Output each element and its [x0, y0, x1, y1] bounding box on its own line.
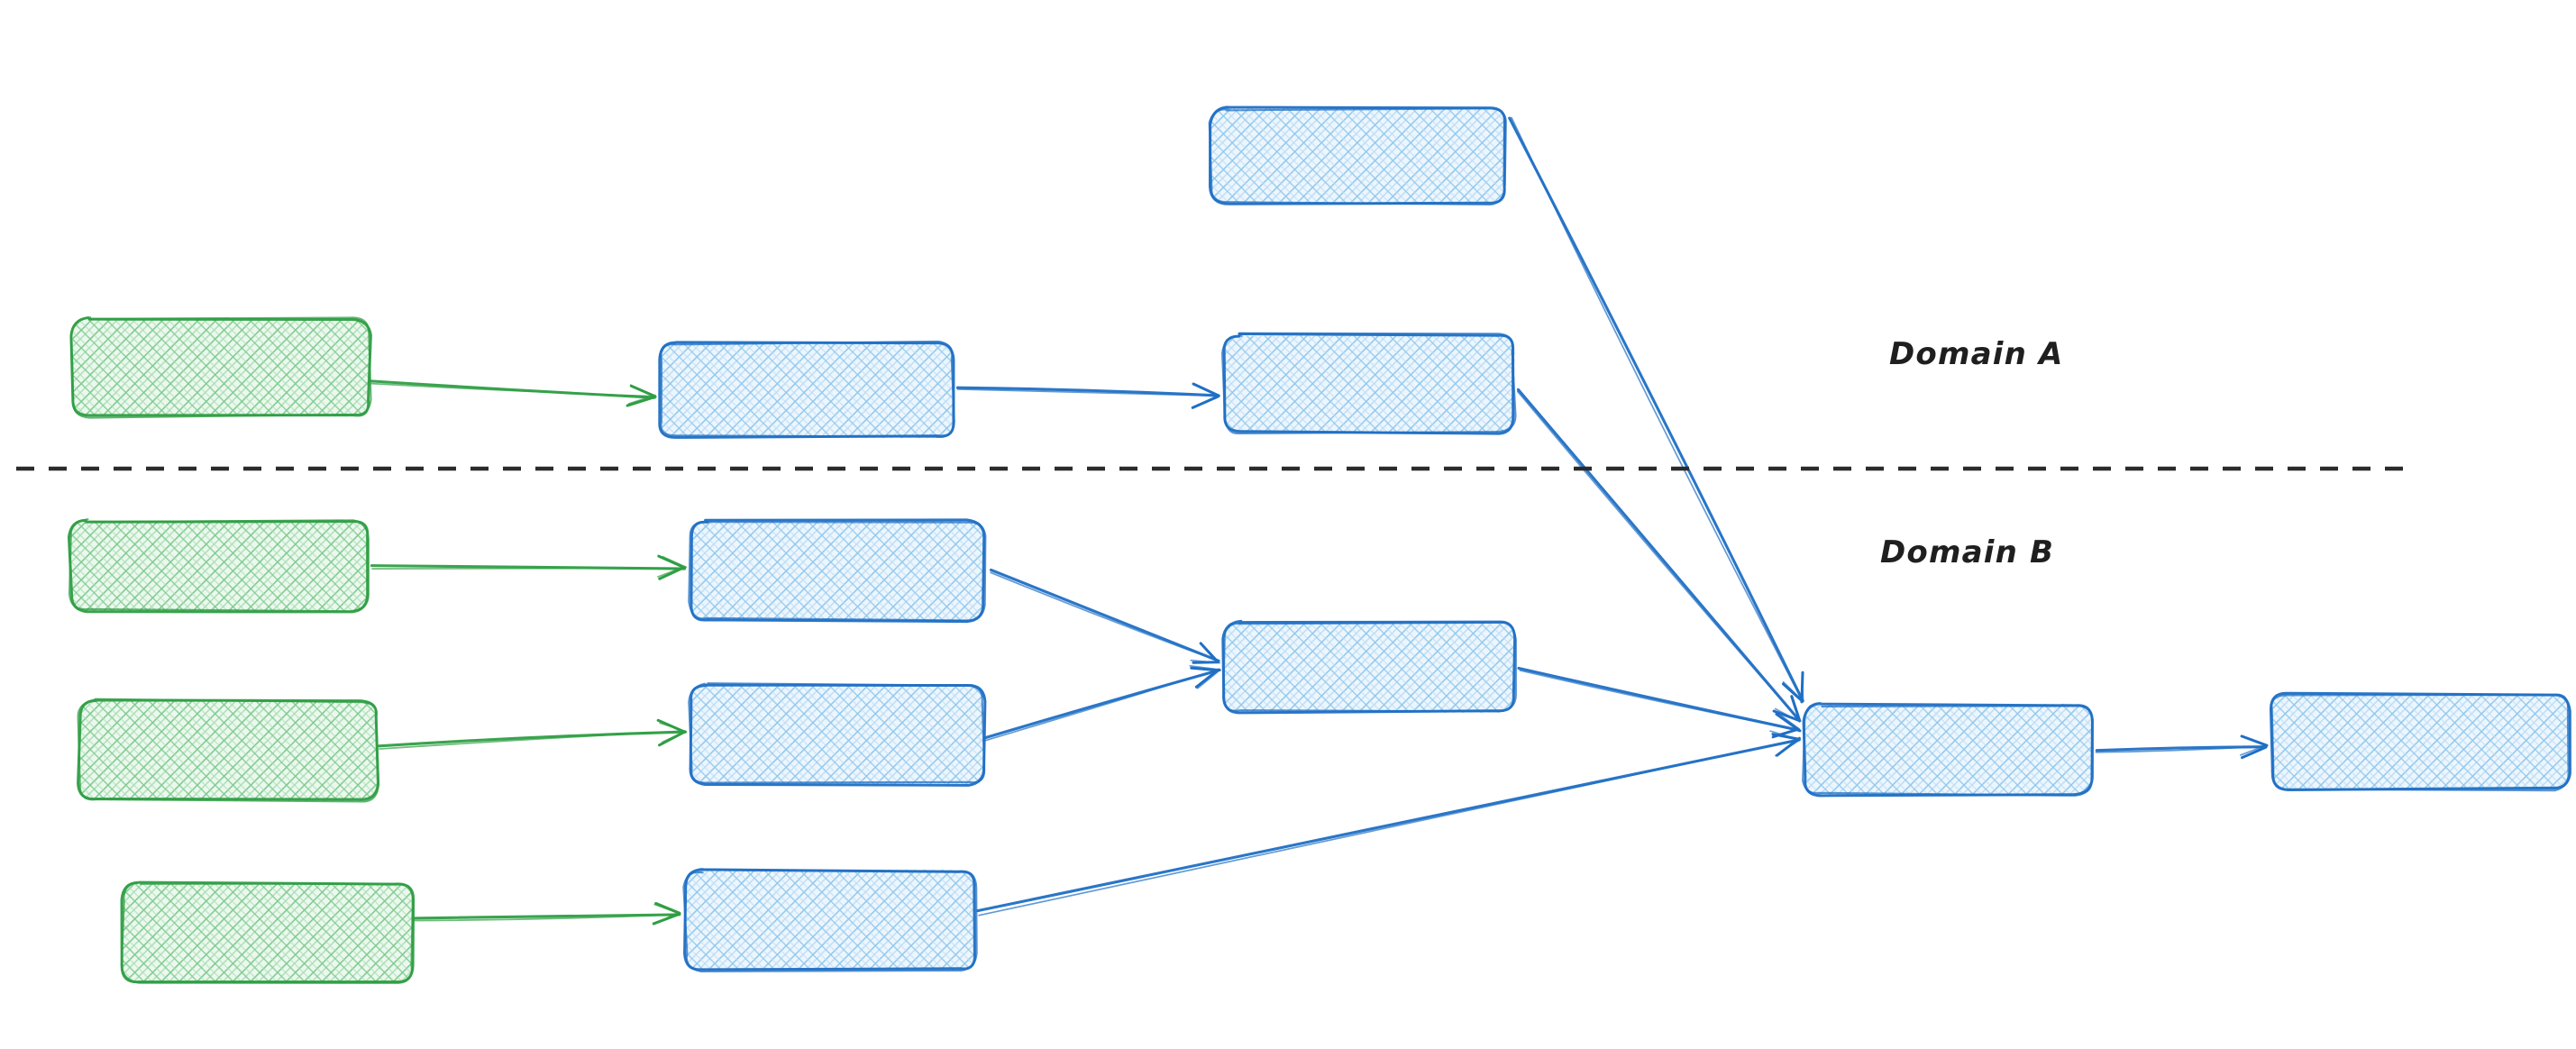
node-n-b-blue-2[interactable]: [688, 682, 987, 787]
edge-e-bgreen2-to-bblue2: [377, 718, 688, 750]
node-n-b-green-3[interactable]: [120, 880, 416, 984]
label-domain-a: Domain A: [1889, 336, 2064, 372]
nodes-layer: [67, 105, 2571, 984]
edge-e-bblue2-to-mid: [983, 665, 1221, 742]
node-n-b-blue-1[interactable]: [688, 518, 987, 624]
edge-e-hub-to-last: [2095, 734, 2269, 760]
node-n-top-blue[interactable]: [1208, 105, 1507, 206]
edge-e-ablue2-to-hub: [1516, 388, 1802, 723]
label-domain-b: Domain B: [1880, 534, 2054, 570]
node-n-b-blue-mid[interactable]: [1221, 619, 1517, 715]
node-n-b-blue-last[interactable]: [2269, 691, 2571, 792]
node-n-a-blue-2[interactable]: [1221, 332, 1517, 435]
edge-e-bgreen3-to-bblue3: [412, 901, 681, 926]
node-n-b-blue-3[interactable]: [682, 868, 978, 972]
edge-e-a-blue1-to-blue2: [955, 382, 1220, 409]
node-n-a-green[interactable]: [69, 316, 372, 419]
edges-layer: [370, 116, 2269, 926]
node-n-b-blue-hub[interactable]: [1802, 702, 2094, 798]
node-n-a-blue-1[interactable]: [658, 340, 955, 439]
edge-e-a-green-to-blue1: [370, 379, 657, 407]
node-n-b-green-1[interactable]: [67, 518, 370, 614]
edge-e-topblue-to-hub: [1508, 116, 1804, 704]
labels-layer: Domain A Domain B: [1880, 336, 2064, 570]
edge-e-bblue3-to-hub: [976, 730, 1802, 917]
edge-e-bblue1-to-mid: [989, 568, 1221, 664]
edge-e-mid-to-hub: [1517, 666, 1802, 739]
node-n-b-green-2[interactable]: [77, 698, 380, 803]
edge-e-bgreen1-to-bblue1: [370, 554, 688, 580]
